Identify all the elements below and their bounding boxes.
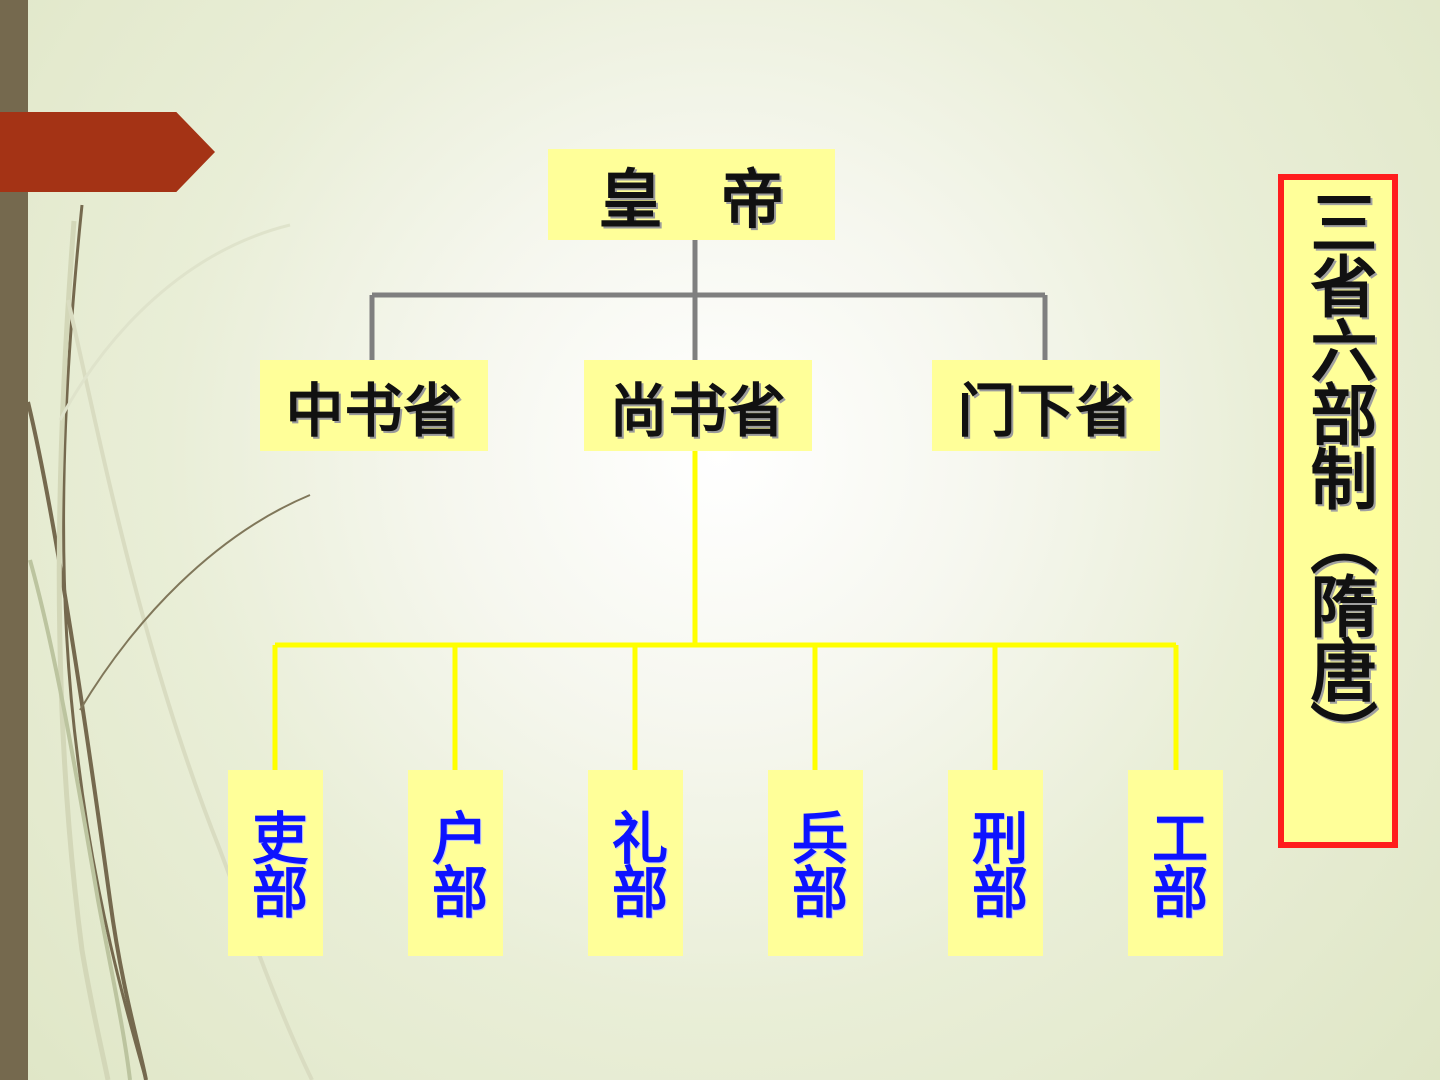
department-label-xing: 刑部 (962, 809, 1029, 917)
ministry-box-zhongshu: 中书省 (260, 360, 488, 451)
emperor-box: 皇帝 (548, 149, 835, 240)
department-box-li2: 礼部 (588, 770, 683, 956)
ministry-label-zhongshu: 中书省 (285, 376, 463, 445)
department-box-hu: 户部 (408, 770, 503, 956)
department-box-xing: 刑部 (948, 770, 1043, 956)
department-label-hu: 户部 (422, 809, 489, 917)
department-label-li: 吏部 (242, 809, 309, 917)
emperor-label: 皇帝 (598, 163, 843, 238)
side-title-text: 三省六部制（隋唐） (1299, 188, 1378, 764)
department-label-li2: 礼部 (602, 809, 669, 917)
department-label-gong: 工部 (1142, 809, 1209, 917)
ministry-box-shangshu: 尚书省 (584, 360, 812, 451)
decor-curve (79, 494, 311, 711)
ministry-label-shangshu: 尚书省 (609, 376, 787, 445)
left-decor-curves (26, 204, 314, 1080)
department-label-bing: 兵部 (782, 809, 849, 917)
decor-curve (28, 559, 132, 1080)
decor-curve (26, 401, 148, 1080)
side-title-box: 三省六部制（隋唐） (1278, 174, 1398, 848)
left-red-arrow (0, 112, 215, 192)
decor-curve (58, 223, 291, 421)
decor-curve (66, 299, 314, 1080)
decor-curve (62, 204, 148, 1080)
ministry-box-menxia: 门下省 (932, 360, 1160, 451)
department-box-li: 吏部 (228, 770, 323, 956)
department-box-gong: 工部 (1128, 770, 1223, 956)
decor-curve (56, 220, 111, 1080)
department-box-bing: 兵部 (768, 770, 863, 956)
ministry-label-menxia: 门下省 (957, 376, 1135, 445)
